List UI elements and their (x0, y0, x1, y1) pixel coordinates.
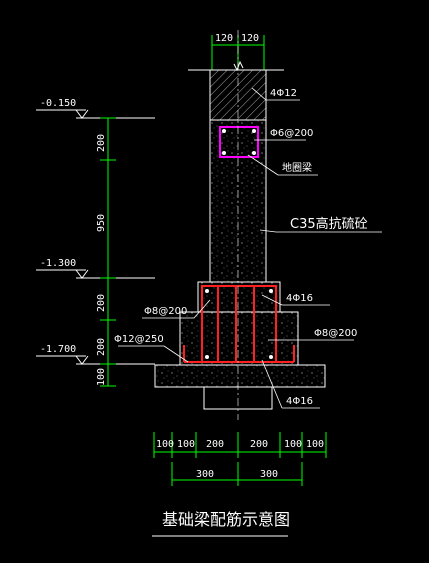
bottom-dim-labels-row1: 100 100 200 200 100 100 (156, 439, 324, 450)
left-dim-labels: 200 950 200 200 100 (96, 134, 107, 386)
bottom-dim-label: 200 (250, 439, 268, 450)
bottom-dim-label: 100 (177, 439, 195, 450)
bottom-dim-label: 100 (156, 439, 174, 450)
stirrup-label: Φ6@200 (270, 128, 313, 139)
cage-bars (205, 289, 273, 359)
level-label: -1.700 (40, 344, 76, 355)
left-dim-label: 200 (96, 134, 107, 152)
top-dim-left: 120 (215, 33, 233, 44)
footing-base (154, 364, 326, 388)
footing-stirrup-right-label: Φ8@200 (314, 328, 357, 339)
break-symbol (233, 60, 244, 72)
left-dimension-line (100, 117, 116, 387)
bottom-dim-label: 100 (306, 439, 324, 450)
ring-beam-label: 地圈梁 (282, 161, 312, 174)
footing-lower-step (179, 311, 299, 366)
left-dim-label: 200 (96, 338, 107, 356)
bottom-rebar-label: 4Φ16 (286, 396, 313, 407)
bottom-dim-label: 300 (196, 469, 214, 480)
bottom-dim-label: 100 (284, 439, 302, 450)
bottom-dim-label: 200 (206, 439, 224, 450)
concrete-label: C35高抗硫砼 (290, 216, 368, 232)
bottom-dimension-lines (153, 432, 327, 486)
bottom-mesh-label: Φ12@250 (114, 334, 164, 345)
ring-beam-bars (222, 129, 256, 155)
left-dim-label: 950 (96, 214, 107, 232)
top-dim-right: 120 (241, 33, 259, 44)
bottom-dim-label: 300 (260, 469, 278, 480)
ring-beam-stirrup (219, 126, 259, 158)
footing-stirrup-left-label: Φ8@200 (144, 306, 187, 317)
callout-leaders (118, 87, 382, 409)
bottom-dim-labels-row2: 300 300 (196, 469, 278, 480)
top-rebar-label: 4Φ12 (270, 88, 297, 99)
left-dim-label: 100 (96, 368, 107, 386)
mid-rebar-label: 4Φ16 (286, 293, 313, 304)
left-dim-label: 200 (96, 294, 107, 312)
drawing-title: 基础梁配筋示意图 (162, 510, 290, 529)
level-label: -1.300 (40, 258, 76, 269)
rebar-cage (183, 285, 295, 363)
level-label: -0.150 (40, 98, 76, 109)
